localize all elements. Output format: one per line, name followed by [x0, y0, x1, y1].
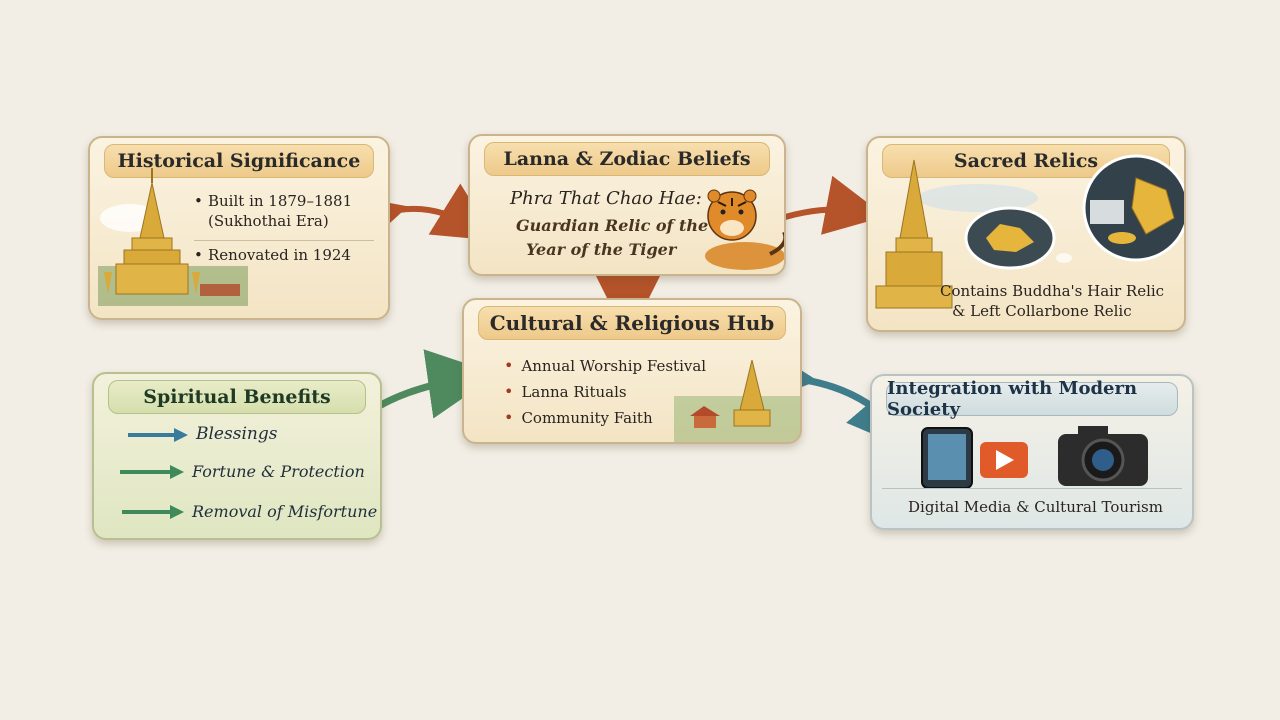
hub-item-1: • Annual Worship Festival [504, 356, 706, 375]
card-lanna-zodiac: Lanna & Zodiac Beliefs Phra That Chao Ha… [468, 134, 786, 276]
lanna-desc-2: Year of the Tiger [526, 240, 677, 259]
spiritual-title: Spiritual Benefits [108, 380, 366, 414]
hub-item-1-text: Annual Worship Festival [521, 357, 707, 375]
hub-item-3-text: Community Faith [521, 409, 653, 427]
hub-temple-illustration [674, 359, 800, 442]
spiritual-item-1: Blessings [196, 424, 278, 444]
bullet-icon: • [194, 246, 203, 264]
modern-caption: Digital Media & Cultural Tourism [908, 498, 1163, 516]
bullet-icon: • [504, 382, 514, 401]
historical-item-2: Renovated in 1924 [208, 246, 351, 264]
bullet-icon: • [504, 408, 514, 427]
tiger-icon [705, 189, 784, 270]
historical-item-1: Built in 1879–1881 [208, 192, 353, 210]
historical-title: Historical Significance [104, 144, 374, 178]
hub-item-3: • Community Faith [504, 408, 653, 427]
relics-illustration [875, 154, 1184, 309]
lanna-desc-1: Guardian Relic of the [516, 216, 709, 235]
hub-item-2: • Lanna Rituals [504, 382, 627, 401]
card-modern-society: Integration with Modern Society Digital … [870, 374, 1194, 530]
relics-line-2: & Left Collarbone Relic [952, 302, 1132, 320]
historical-divider [194, 240, 374, 241]
spiritual-item-3: Removal of Misfortune [192, 502, 378, 521]
relics-line-1: Contains Buddha's Hair Relic [940, 282, 1165, 300]
hub-title: Cultural & Religious Hub [478, 306, 786, 340]
pagoda-illustration [98, 168, 248, 306]
hub-item-2-text: Lanna Rituals [521, 383, 627, 401]
lanna-title: Lanna & Zodiac Beliefs [484, 142, 770, 176]
lanna-subtitle: Phra That Chao Hae: [510, 188, 702, 209]
spiritual-item-2: Fortune & Protection [192, 462, 365, 481]
card-historical-significance: Historical Significance Built in 1879–18… [88, 136, 390, 320]
spiritual-arrows [120, 428, 188, 519]
modern-title: Integration with Modern Society [886, 378, 1178, 420]
arrow-historical-lanna [342, 183, 496, 252]
card-cultural-hub: Cultural & Religious Hub • Annual Worship… [462, 298, 802, 444]
modern-media-illustration [882, 426, 1182, 489]
bullet-icon: • [194, 192, 203, 210]
historical-item-1b: (Sukhothai Era) [208, 212, 329, 230]
bullet-icon: • [504, 356, 514, 375]
card-sacred-relics: Sacred Relics Contains Buddha's Hair Rel… [866, 136, 1186, 332]
card-spiritual-benefits: Spiritual Benefits Blessings Fortune & P… [92, 372, 382, 540]
